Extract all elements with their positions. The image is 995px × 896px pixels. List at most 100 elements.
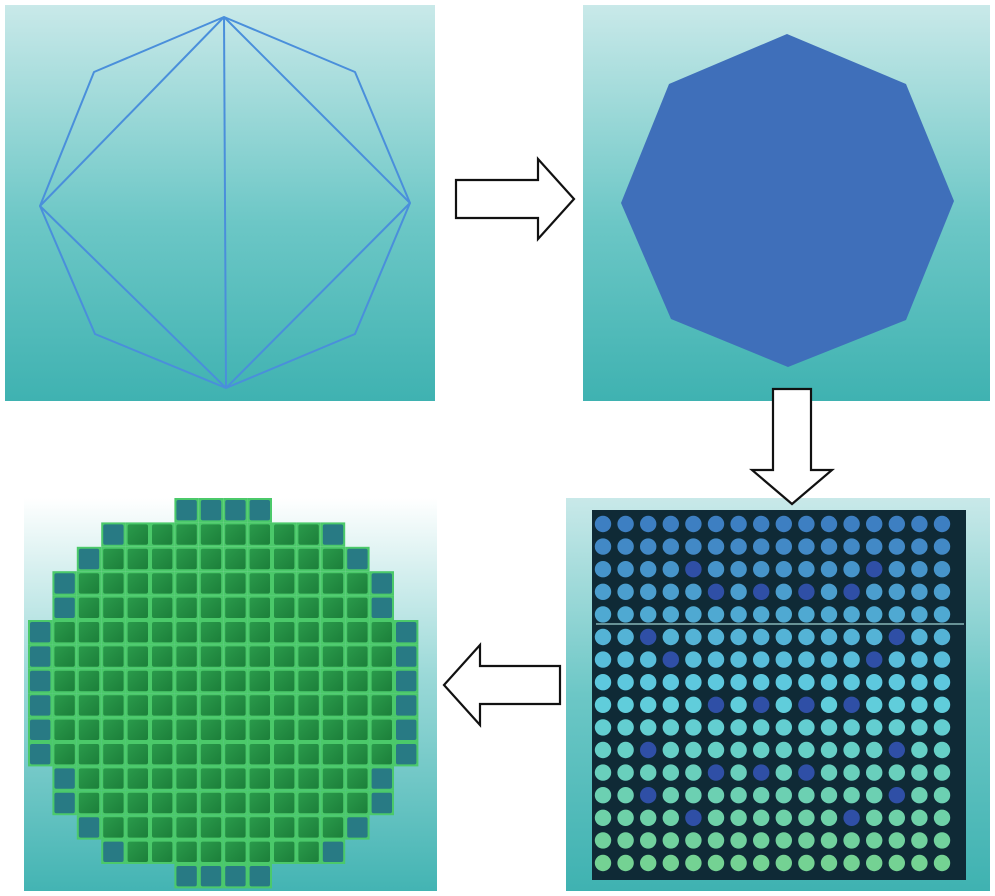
fuel-assembly	[347, 622, 368, 643]
fuel-assembly	[152, 622, 173, 643]
fuel-pin	[933, 854, 951, 872]
fuel-assembly	[274, 646, 295, 667]
fuel-pin	[662, 854, 679, 872]
fuel-pin	[775, 854, 792, 872]
fuel-assembly	[249, 548, 270, 570]
fuel-assembly	[54, 744, 75, 765]
fuel-pin	[820, 674, 838, 691]
fuel-assembly	[371, 670, 392, 692]
fuel-pin	[933, 583, 951, 600]
fuel-pin	[662, 561, 679, 578]
fuel-pin	[843, 538, 860, 555]
arrow-left-icon	[442, 642, 562, 728]
fuel-pin	[820, 515, 838, 533]
mesh-edge	[225, 202, 411, 389]
fuel-assembly	[298, 792, 319, 814]
fuel-assembly	[298, 597, 319, 618]
fuel-pin	[594, 561, 612, 578]
fuel-assembly	[30, 695, 51, 716]
fuel-assembly	[371, 597, 392, 618]
fuel-pin	[888, 561, 905, 578]
fuel-assembly	[249, 817, 270, 838]
fuel-pin	[617, 561, 634, 578]
fuel-pin	[685, 583, 702, 600]
fuel-pin	[798, 538, 815, 555]
fuel-assembly	[54, 792, 75, 814]
fuel-pin	[775, 561, 792, 578]
fuel-assembly	[127, 548, 148, 570]
fuel-assembly	[176, 597, 197, 618]
absorber-pin	[640, 787, 657, 804]
fuel-pin	[820, 787, 838, 804]
fuel-pin	[866, 538, 883, 555]
fuel-assembly	[249, 500, 270, 521]
fuel-pin	[866, 809, 883, 826]
fuel-assembly	[274, 622, 295, 643]
fuel-assembly	[298, 744, 319, 765]
fuel-pin	[662, 515, 679, 533]
panel-octagon-solid	[583, 5, 990, 401]
fuel-assembly	[78, 622, 100, 643]
fuel-pin	[933, 764, 951, 781]
fuel-pin	[933, 719, 951, 736]
fuel-pin	[753, 787, 770, 804]
fuel-pin	[685, 741, 702, 759]
fuel-assembly	[347, 695, 368, 716]
fuel-assembly	[274, 719, 295, 740]
fuel-pin	[617, 854, 634, 872]
fuel-pin	[617, 515, 634, 533]
fuel-pin	[662, 674, 679, 691]
fuel-pin	[820, 583, 838, 600]
fuel-assembly	[249, 622, 270, 643]
fuel-assembly	[200, 573, 222, 594]
absorber-pin	[753, 696, 770, 713]
fuel-pin	[775, 515, 792, 533]
fuel-assembly	[176, 768, 197, 789]
fuel-pin	[843, 628, 860, 646]
fuel-pin	[662, 538, 679, 555]
fuel-pin	[662, 606, 679, 623]
fuel-pin	[775, 651, 792, 668]
fuel-pin	[707, 854, 725, 872]
fuel-assembly	[298, 670, 319, 692]
fuel-pin	[933, 674, 951, 691]
fuel-assembly	[322, 622, 344, 643]
arrow-right-icon	[454, 156, 576, 242]
fuel-assembly	[127, 719, 148, 740]
fuel-assembly	[396, 695, 417, 716]
fuel-pin	[775, 764, 792, 781]
fuel-assembly	[30, 744, 51, 765]
fuel-pin	[640, 832, 657, 849]
fuel-pin	[888, 674, 905, 691]
fuel-pin	[594, 651, 612, 668]
fuel-pin	[685, 832, 702, 849]
fuel-assembly	[298, 548, 319, 570]
fuel-assembly	[152, 646, 173, 667]
fuel-assembly	[249, 695, 270, 716]
fuel-pin	[911, 583, 928, 600]
wireframe-octagon-svg	[5, 5, 435, 401]
fuel-assembly	[78, 573, 100, 594]
fuel-pin	[911, 628, 928, 646]
fuel-pin	[753, 719, 770, 736]
fuel-assembly	[249, 646, 270, 667]
absorber-pin	[640, 741, 657, 759]
fuel-pin	[798, 809, 815, 826]
fuel-assembly	[249, 792, 270, 814]
fuel-assembly	[298, 768, 319, 789]
fuel-pin	[617, 832, 634, 849]
absorber-pin	[640, 628, 657, 646]
fuel-assembly	[103, 841, 124, 862]
fuel-pin	[798, 515, 815, 533]
reactor-core-map-icon	[24, 498, 437, 891]
fuel-pin	[730, 741, 747, 759]
fuel-pin	[866, 674, 883, 691]
fuel-pin	[662, 741, 679, 759]
absorber-pin	[866, 651, 883, 668]
absorber-pin	[685, 561, 702, 578]
fuel-pin	[594, 674, 612, 691]
solid-octagon-icon	[621, 34, 954, 367]
fuel-assembly	[103, 548, 124, 570]
fuel-assembly	[78, 744, 100, 765]
arrow-down-icon	[749, 387, 835, 506]
